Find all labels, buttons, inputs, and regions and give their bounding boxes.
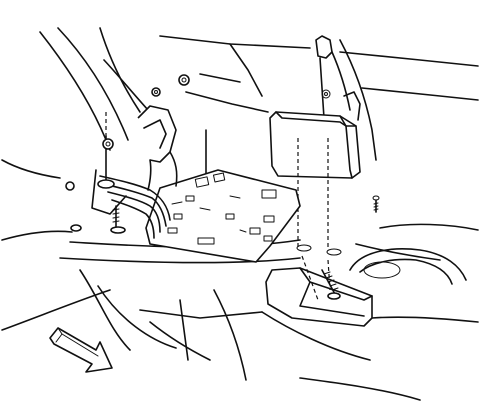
stud-bolt [372,195,380,213]
floor-frame [59,35,479,401]
washers [296,244,342,256]
alignment-lines [297,138,331,301]
mounting-stud [321,269,341,300]
cover-lower [265,267,373,327]
direction-arrow [49,327,113,373]
cover-upper [269,111,361,179]
body-panel-left [1,27,149,331]
fasteners [65,74,190,191]
right-pillar [315,35,377,161]
circuit-plate [145,169,301,263]
mounting-stud [70,112,126,234]
wire-harness [91,105,178,239]
wheel-well [349,248,467,285]
